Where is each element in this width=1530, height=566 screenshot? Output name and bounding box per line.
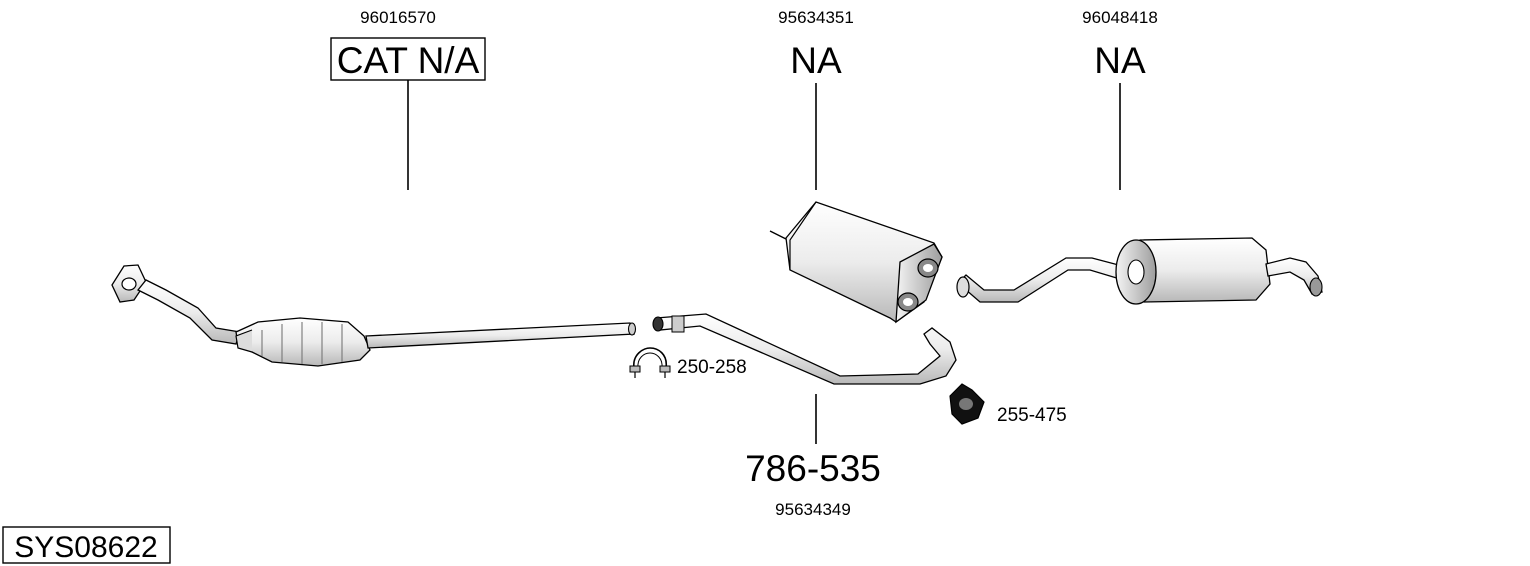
accessory-clamp[interactable]: 250-258: [629, 347, 747, 378]
clamp-ref-label: 250-258: [677, 357, 747, 378]
part-label-na: NA: [790, 40, 842, 81]
part-number-96016570: 96016570: [360, 8, 436, 27]
part-number-95634351: 95634351: [778, 8, 854, 27]
gasket-ref-label: 255-475: [997, 405, 1067, 426]
centre-silencer-drawing: [769, 201, 943, 324]
gasket-icon: [949, 383, 985, 425]
part-centre-silencer[interactable]: 95634351 NA: [769, 8, 943, 324]
rear-silencer-drawing: [956, 237, 1323, 305]
part-label-box: [330, 37, 486, 81]
part-number-95634349: 95634349: [775, 500, 851, 519]
clamp-icon: [629, 347, 671, 378]
part-label-786-535: 786-535: [745, 448, 881, 489]
system-code-badge: SYS08622: [2, 526, 171, 564]
catalytic-converter-drawing: [111, 264, 637, 367]
intermediate-pipe-drawing: [652, 313, 957, 385]
part-number-96048418: 96048418: [1082, 8, 1158, 27]
part-rear-silencer[interactable]: 96048418 NA: [956, 8, 1323, 305]
accessory-gasket[interactable]: 255-475: [949, 383, 1067, 426]
system-code: SYS08622: [14, 531, 157, 564]
part-catalytic-converter[interactable]: 96016570 CAT N/A: [111, 8, 637, 367]
part-label-na: NA: [1094, 40, 1146, 81]
part-intermediate-pipe[interactable]: 786-535 95634349: [652, 313, 957, 519]
part-label-cat-na: CAT N/A: [337, 40, 480, 81]
